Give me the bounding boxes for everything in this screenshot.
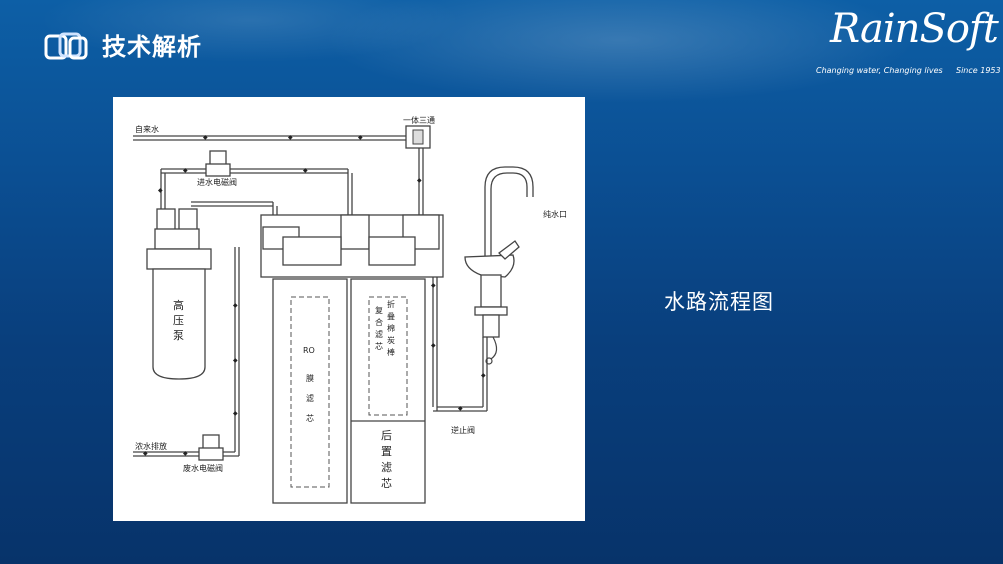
label-waste-valve: 废水电磁阀	[183, 463, 223, 473]
diagram-caption: 水路流程图	[664, 286, 774, 316]
label-tap-water: 自来水	[135, 124, 159, 134]
section-title: 技术解析	[102, 27, 202, 62]
brand-logo: RainSoft Changing water, Changing lives …	[816, 6, 996, 80]
label-pump-1: 高	[173, 298, 184, 312]
label-pump-2: 压	[173, 314, 184, 327]
brand-since: Since 1953	[956, 66, 1001, 75]
label-post-1: 后	[381, 429, 392, 442]
svg-text:◆: ◆	[288, 134, 293, 141]
svg-text:◆: ◆	[303, 167, 308, 174]
svg-text:◆: ◆	[481, 372, 486, 379]
label-ro-2: 膜	[306, 373, 314, 383]
label-post-4: 芯	[381, 476, 392, 490]
svg-text:◆: ◆	[458, 405, 463, 412]
label-three-way: 一体三通	[403, 115, 435, 125]
diagram-svg: ◆◆◆ ◆◆ ◆◆ ◆◆◆ ◆◆ ◆◆◆ ◆◆ ◆◆◆ ◆◆◆◆	[113, 97, 585, 521]
label-post-3: 滤	[381, 461, 392, 474]
label-ro-1: RO	[303, 346, 315, 355]
brand-name: RainSoft	[830, 6, 998, 52]
svg-text:◆: ◆	[417, 177, 422, 184]
label-composite-2: 合	[375, 317, 383, 327]
svg-text:◆: ◆	[358, 134, 363, 141]
label-composite-3: 滤	[375, 329, 383, 339]
section-logo-icon	[44, 30, 90, 64]
svg-text:◆: ◆	[233, 410, 238, 417]
svg-text:◆: ◆	[233, 302, 238, 309]
label-post-2: 置	[381, 445, 392, 458]
svg-text:◆: ◆	[183, 167, 188, 174]
svg-text:◆: ◆	[431, 342, 436, 349]
label-inlet-valve: 进水电磁阀	[197, 177, 237, 187]
label-check-valve: 逆止阀	[451, 425, 475, 435]
label-folded-5: 棒	[387, 347, 395, 357]
svg-text:◆: ◆	[158, 187, 163, 194]
label-pump-3: 泵	[173, 329, 184, 342]
water-flow-diagram: ◆◆◆ ◆◆ ◆◆ ◆◆◆ ◆◆ ◆◆◆ ◆◆ ◆◆◆ ◆◆◆◆	[113, 97, 585, 521]
svg-text:◆: ◆	[143, 450, 148, 457]
svg-text:◆: ◆	[183, 450, 188, 457]
label-ro-4: 芯	[306, 413, 314, 423]
label-composite-1: 复	[375, 305, 383, 315]
svg-text:◆: ◆	[233, 357, 238, 364]
svg-text:◆: ◆	[203, 134, 208, 141]
label-folded-4: 炭	[387, 336, 395, 345]
label-ro-3: 滤	[306, 393, 314, 403]
label-composite-4: 芯	[375, 341, 383, 351]
label-folded-1: 折	[387, 299, 395, 309]
label-folded-3: 棉	[387, 323, 395, 333]
label-folded-2: 叠	[387, 312, 395, 321]
label-concentrate-drain: 浓水排放	[135, 441, 167, 451]
brand-tagline: Changing water, Changing lives	[816, 66, 943, 75]
svg-text:◆: ◆	[431, 282, 436, 289]
label-pure-outlet: 纯水口	[543, 209, 567, 219]
